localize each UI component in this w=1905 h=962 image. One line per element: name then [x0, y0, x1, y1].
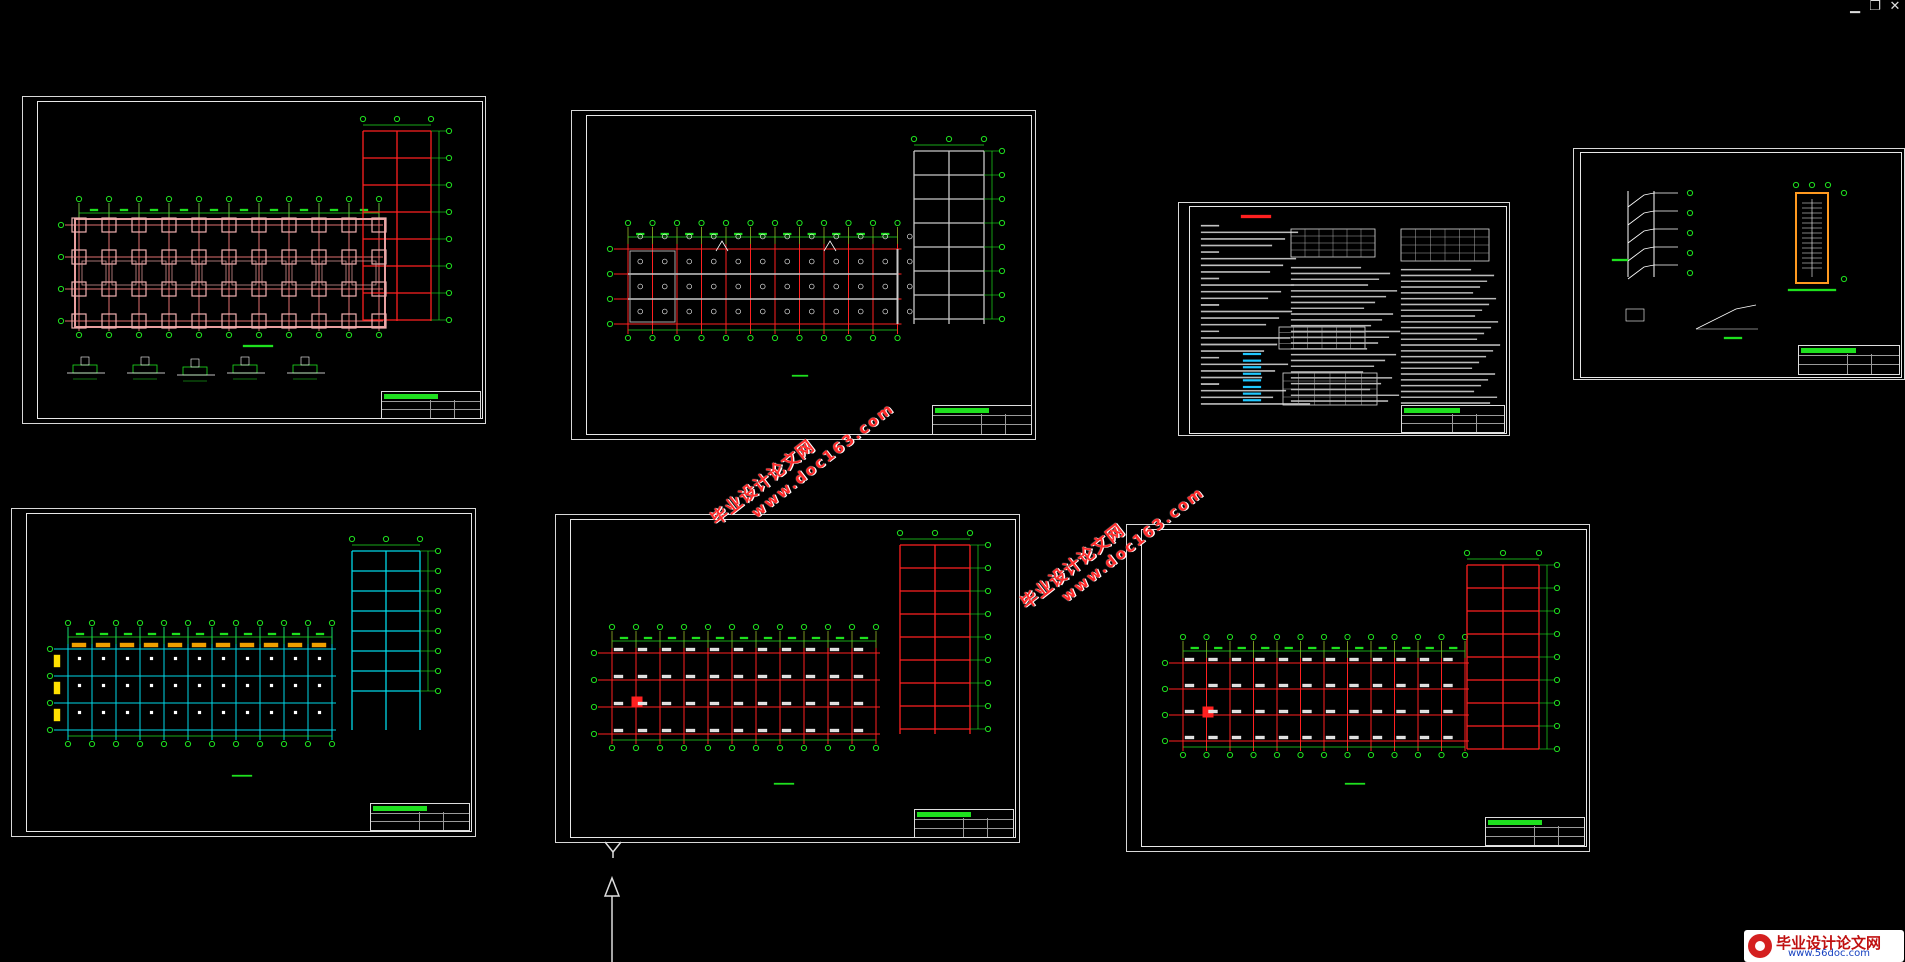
- drawing-sheet-ground-floor[interactable]: [571, 110, 1036, 440]
- sheet-inner-frame: [570, 519, 1016, 838]
- sheet-inner-frame: [586, 115, 1032, 435]
- sheet-inner-frame: [1189, 206, 1507, 434]
- title-block: [1798, 345, 1900, 375]
- title-block: [932, 405, 1032, 435]
- title-block: [1401, 405, 1505, 433]
- logo-title: 毕业设计论文网: [1776, 934, 1882, 952]
- minimize-icon[interactable]: ▁: [1850, 0, 1860, 14]
- design-notes-drawing: [1200, 214, 1501, 406]
- ground-floor-plan-drawing: [606, 135, 1006, 377]
- drawing-sheet-beam-plan[interactable]: [11, 508, 476, 837]
- drawing-sheet-foundation[interactable]: [22, 96, 486, 424]
- close-icon[interactable]: ✕: [1889, 0, 1901, 14]
- drawing-sheet-roof-plan[interactable]: [1126, 524, 1590, 852]
- column-plan-drawing: [590, 529, 992, 785]
- drawing-sheet-column-plan[interactable]: [555, 514, 1020, 843]
- sheet-inner-frame: [1580, 152, 1902, 378]
- title-block: [370, 803, 470, 831]
- logo-mark-icon: [1748, 934, 1772, 958]
- sheet-inner-frame: [37, 101, 483, 419]
- sheet-inner-frame: [26, 513, 472, 832]
- stair-detail-drawing: [1611, 181, 1848, 340]
- restore-icon[interactable]: ❐: [1869, 0, 1881, 14]
- title-block: [381, 391, 481, 419]
- site-logo: 毕业设计论文网 www.56doc.com: [1744, 930, 1904, 962]
- foundation-plan-drawing: [57, 115, 453, 382]
- sheet-inner-frame: [1141, 529, 1587, 847]
- title-block: [1485, 817, 1585, 846]
- drawing-sheet-design-notes[interactable]: [1178, 202, 1510, 436]
- roof-plan-drawing: [1161, 549, 1561, 785]
- beam-plan-drawing: [46, 535, 442, 777]
- logo-url: www.56doc.com: [1788, 948, 1871, 959]
- title-block: [914, 809, 1014, 838]
